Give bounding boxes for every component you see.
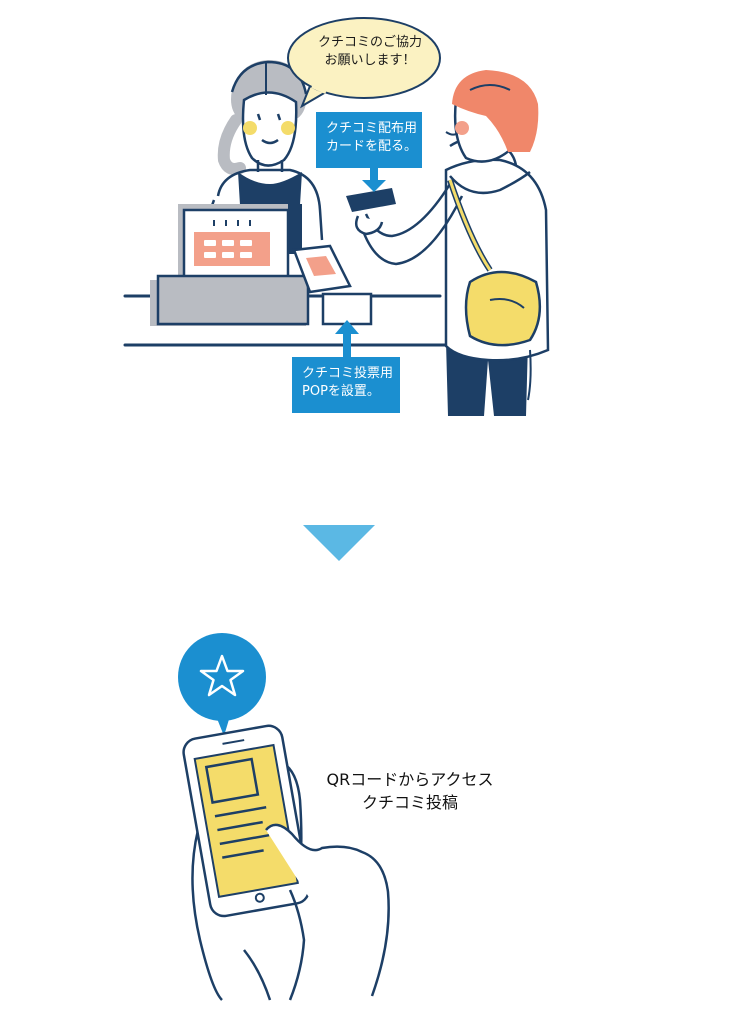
customer [355,70,550,416]
pop-label: クチコミ投票用 POPを設置。 [292,357,400,413]
pop-label-line2: POPを設置。 [302,384,380,399]
qr-caption: QRコードからアクセス クチコミ投稿 [310,768,510,814]
pop-stand [321,292,373,326]
phone-scene [178,633,390,1001]
star-bubble [178,633,266,721]
down-arrow-icon [303,525,375,561]
pop-arrow [335,320,359,358]
speech-bubble-text: クチコミのご協力 お願いします！ [300,34,440,70]
qr-caption-line2: クチコミ投稿 [361,793,458,812]
card-label-line2: カードを配る。 [326,139,418,154]
card-label: クチコミ配布用 カードを配る。 [316,112,422,168]
speech-bubble-line1: クチコミのご協力 [317,35,422,50]
card-arrow [362,168,386,192]
card-label-line1: クチコミ配布用 [326,121,418,136]
speech-bubble-line2: お願いします！ [324,53,416,68]
speech-bubble [287,17,441,109]
pop-label-line1: クチコミ投票用 [302,366,394,381]
card [346,188,396,212]
qr-caption-line1: QRコードからアクセス [326,770,494,789]
cash-register [150,204,352,326]
star-icon [199,654,245,697]
